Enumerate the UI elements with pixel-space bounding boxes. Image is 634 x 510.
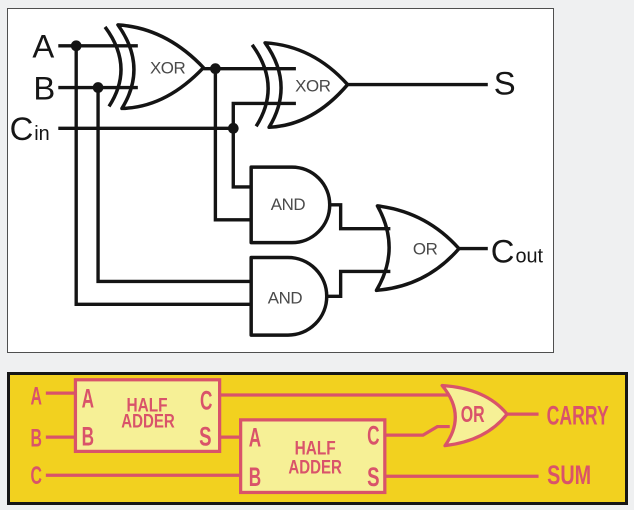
half-adder-diagram: HALF ADDER A B C S HALF ADDER A B C S OR…	[31, 378, 609, 495]
wire-b-to-and2	[96, 87, 252, 284]
xor2-label: XOR	[295, 77, 331, 96]
junction-b	[92, 82, 104, 93]
or1-gate	[374, 204, 461, 293]
box2-port-b: B	[249, 462, 261, 492]
half-adder-box-1	[73, 378, 222, 454]
and1-gate	[249, 165, 332, 245]
xor1-back-arc	[103, 25, 123, 108]
box1-port-b: B	[82, 422, 94, 452]
junction-a	[70, 40, 82, 52]
wire-xor1-to-and1	[213, 68, 252, 222]
box1-port-s: S	[199, 422, 211, 452]
box2-title-line1: HALF	[295, 438, 336, 459]
box2-port-a: A	[249, 423, 261, 453]
input-b-label: B	[33, 69, 55, 106]
box1-title-line2: ADDER	[121, 412, 175, 433]
full-adder-panel: XOR XOR AND AND OR A B Cin S Cout	[7, 8, 554, 353]
box2-port-c: C	[367, 421, 379, 451]
xor1-label: XOR	[150, 59, 186, 78]
ha-input-b-label: B	[31, 426, 42, 453]
box1-title-line1: HALF	[127, 395, 168, 416]
xor1-gate	[116, 23, 206, 111]
or1-label: OR	[413, 240, 438, 259]
box1-port-a: A	[82, 383, 94, 413]
junction-cin	[227, 122, 239, 134]
input-a-label: A	[32, 28, 54, 65]
input-cin-label: Cin	[10, 110, 50, 147]
box2-title-line2: ADDER	[288, 457, 342, 478]
box2-port-s: S	[367, 462, 379, 492]
wire-cin-to-and1	[231, 128, 252, 189]
and2-label: AND	[268, 288, 303, 307]
junction-xor1-out	[210, 63, 221, 75]
wire-cin-to-xor2	[231, 101, 296, 129]
xor2-back-arc	[250, 43, 270, 128]
xor2-gate	[263, 41, 350, 130]
ha-output-sum-label: SUM	[547, 460, 591, 490]
output-cout-label: Cout	[491, 233, 544, 270]
ha-input-a-label: A	[31, 384, 43, 411]
and2-gate	[249, 255, 329, 337]
wire-a-to-and2	[74, 45, 252, 306]
and1-label: AND	[271, 195, 306, 214]
wire-and2-to-or	[326, 269, 391, 299]
wire-and1-to-or	[329, 203, 391, 231]
ha-or-label: OR	[461, 401, 485, 427]
half-adder-panel: HALF ADDER A B C S HALF ADDER A B C S OR…	[7, 372, 628, 505]
ha-or-gate	[440, 383, 509, 448]
ha-input-c-label: C	[31, 463, 43, 490]
half-adder-box-2	[239, 418, 387, 495]
full-adder-diagram: XOR XOR AND AND OR A B Cin S Cout	[10, 23, 544, 337]
wire-box2c-to-or	[384, 424, 450, 437]
output-s-label: S	[494, 65, 516, 102]
ha-output-carry-label: CARRY	[547, 401, 609, 431]
box1-port-c: C	[200, 385, 212, 415]
